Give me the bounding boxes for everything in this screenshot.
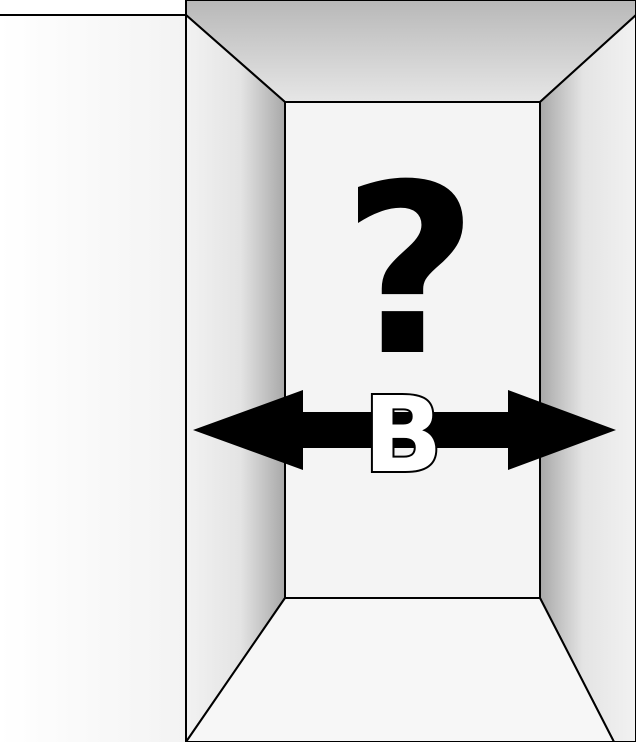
question-mark-icon: ? (342, 135, 478, 408)
label-b: B (363, 374, 442, 496)
left-panel (0, 15, 186, 742)
